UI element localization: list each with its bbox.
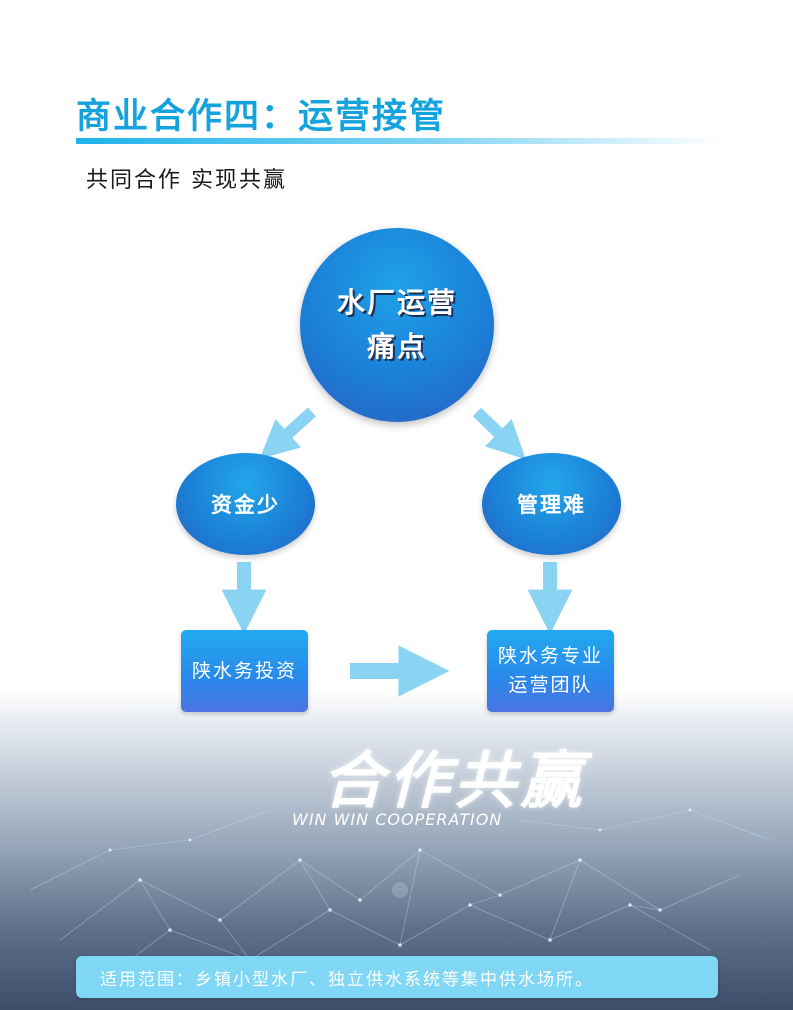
left-node: 资金少 [176, 453, 315, 555]
left-node-label: 资金少 [211, 489, 280, 519]
center-node: 水厂运营 痛点 [300, 228, 494, 422]
footer-bar: 适用范围：乡镇小型水厂、独立供水系统等集中供水场所。 [76, 956, 718, 998]
left-box: 陕水务投资 [181, 630, 308, 712]
footer-text: 适用范围：乡镇小型水厂、独立供水系统等集中供水场所。 [100, 965, 594, 990]
watermark-cn: 合作共赢 [322, 730, 586, 820]
right-node: 管理难 [482, 453, 621, 555]
arrow-center-to-left [274, 412, 312, 446]
right-box-line1: 陕水务专业 [492, 642, 610, 671]
left-box-label: 陕水务投资 [192, 657, 297, 686]
watermark-en: WIN WIN COOPERATION [292, 810, 502, 829]
center-node-line2: 痛点 [322, 325, 472, 369]
arrow-center-to-right [477, 412, 512, 446]
right-box-line2: 运营团队 [492, 671, 610, 700]
center-node-line1: 水厂运营 [322, 281, 472, 325]
right-node-label: 管理难 [517, 489, 586, 519]
right-box: 陕水务专业 运营团队 [487, 630, 614, 712]
